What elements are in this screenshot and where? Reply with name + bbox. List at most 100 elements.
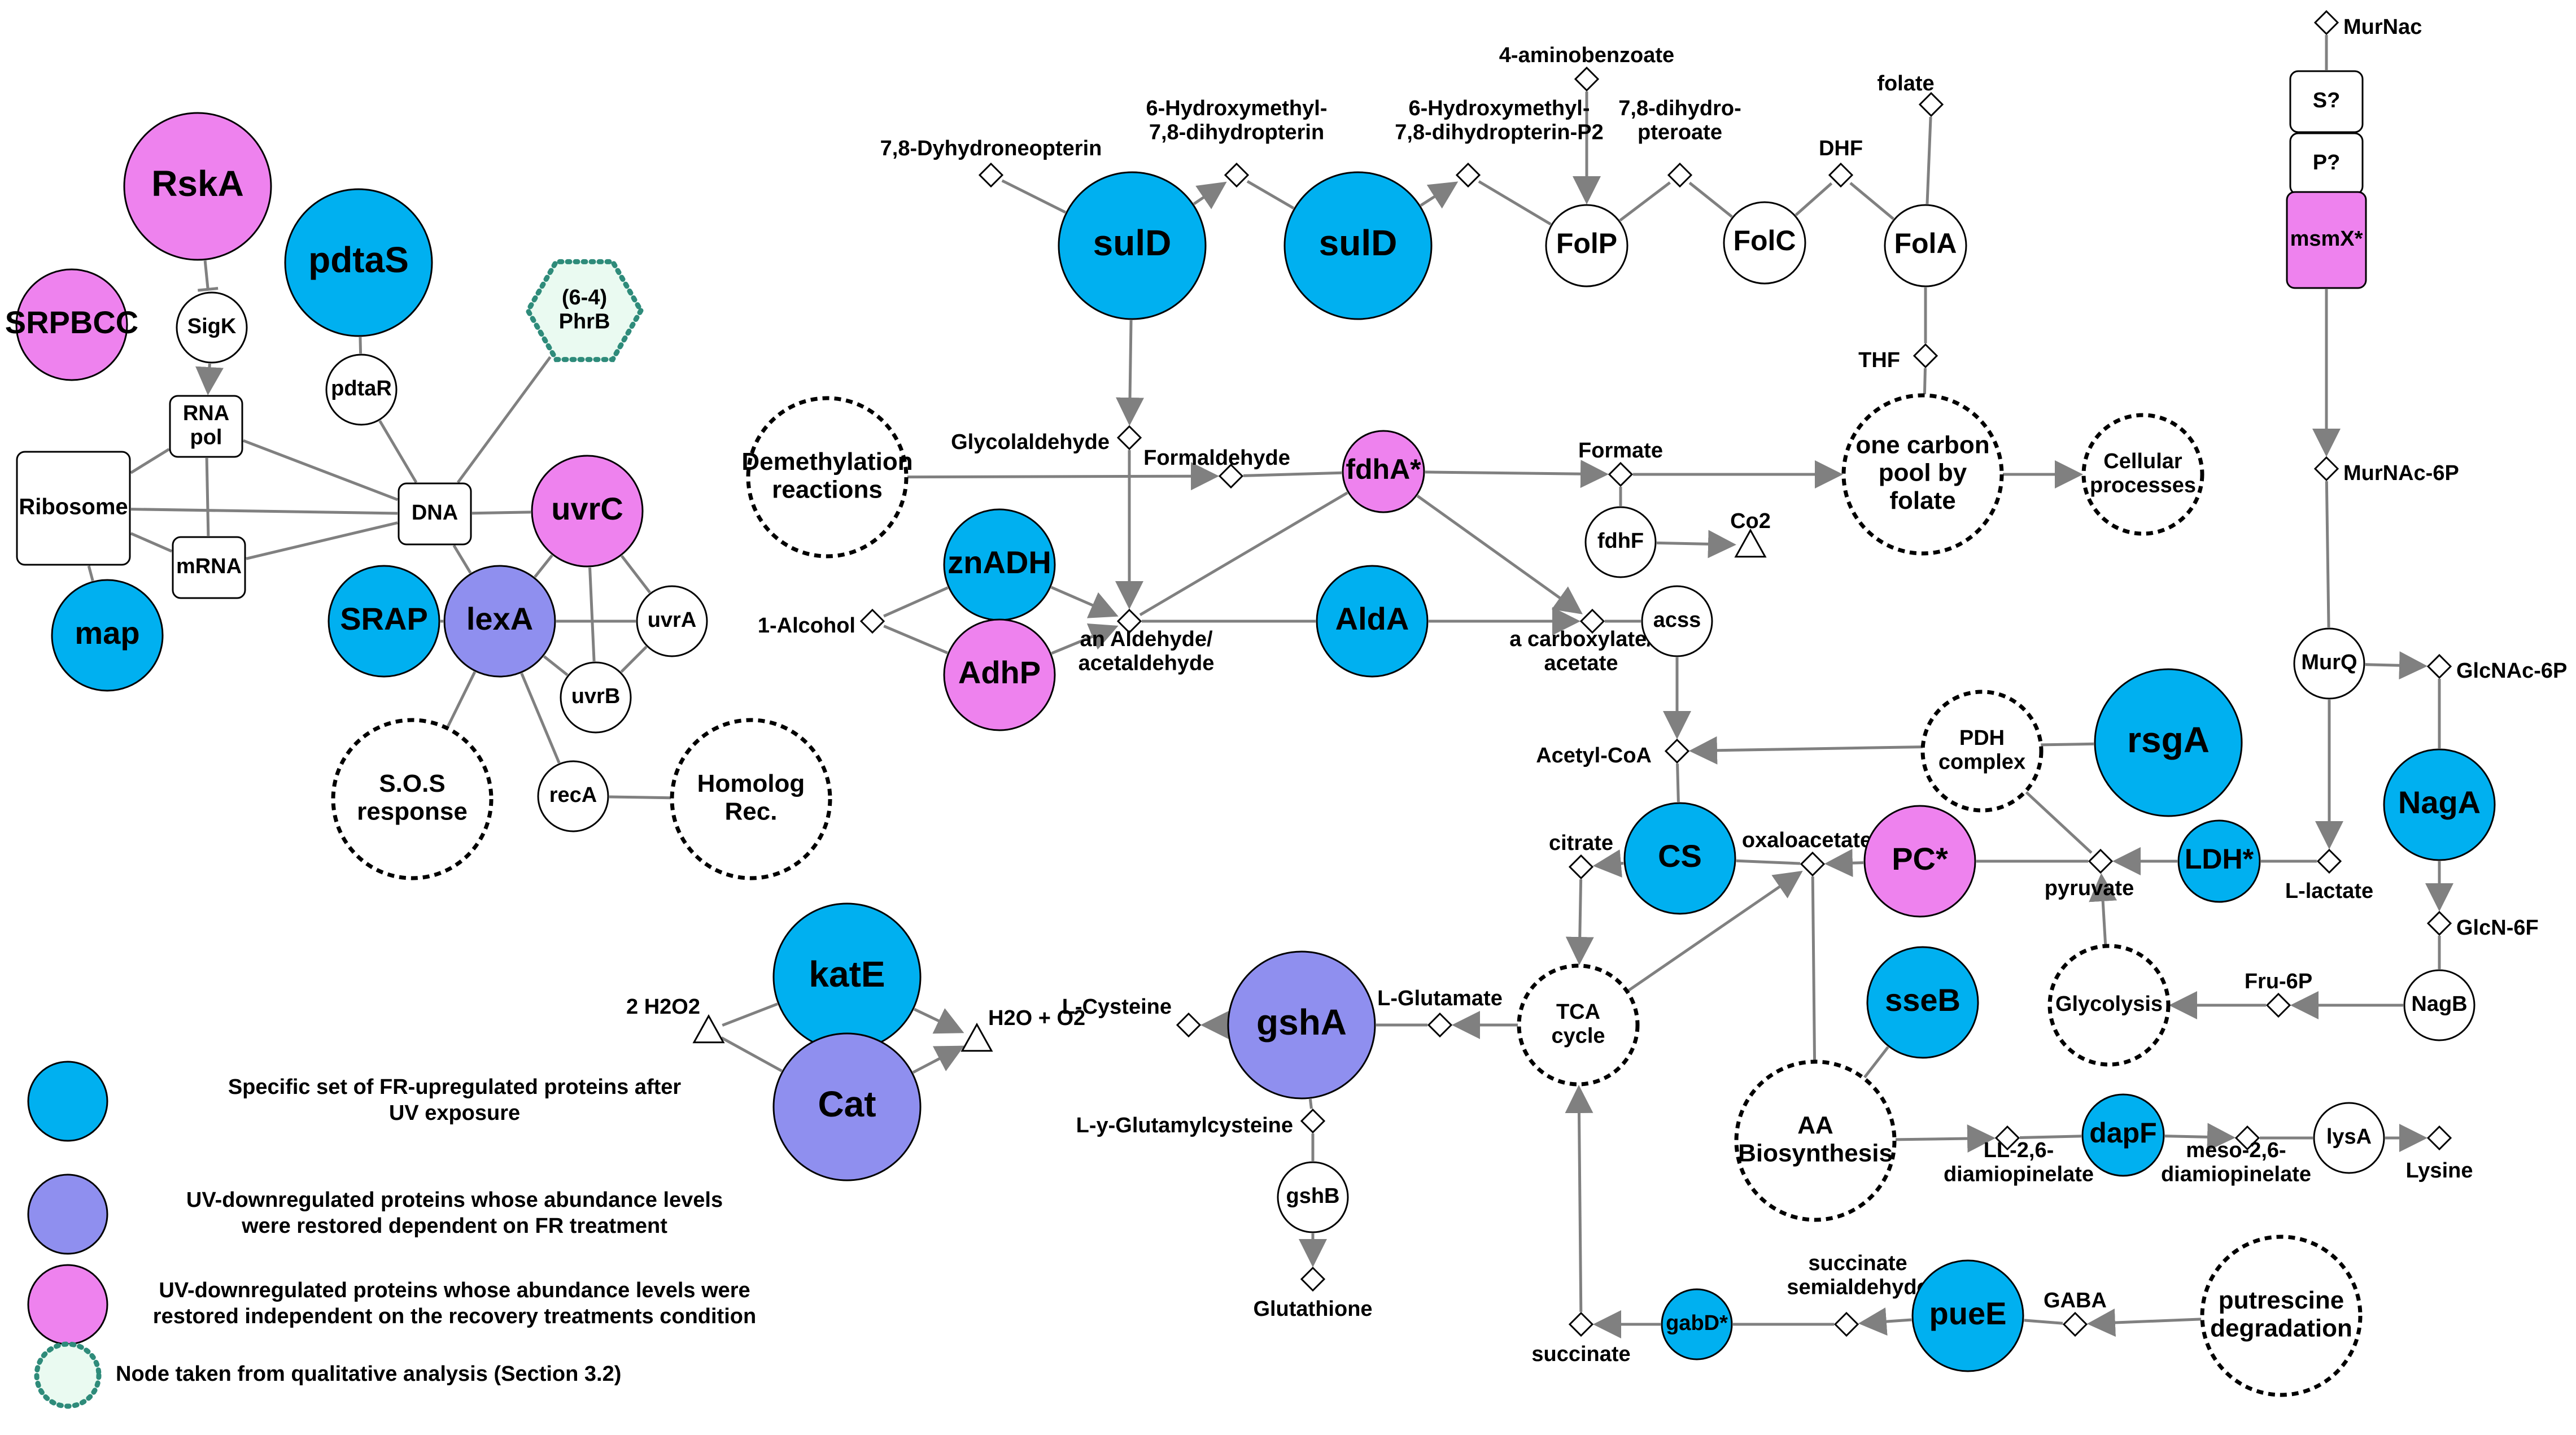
node-Formaldehyde[interactable]: Formaldehyde (1143, 446, 1290, 489)
node-dihydropteroate[interactable]: 7,8-dihydro-pteroate (1618, 97, 1741, 188)
node-shape (1058, 171, 1207, 320)
node-Glycolysis[interactable]: Glycolysis (2047, 944, 2171, 1067)
node-uvrC[interactable]: uvrC (531, 455, 644, 568)
node-lysA[interactable]: lysA (2313, 1102, 2385, 1174)
node-H2OO2[interactable]: H2O + O2 (960, 1006, 1085, 1052)
node-citrate[interactable]: citrate (1549, 831, 1613, 880)
node-MurQ[interactable]: MurQ (2293, 627, 2365, 700)
node-oxaloacetate[interactable]: oxaloacetate (1742, 828, 1872, 877)
node-Lysine[interactable]: Lysine (2406, 1125, 2473, 1183)
node-Dihydroneopterin[interactable]: 7,8-Dyhydroneopterin (880, 137, 1102, 188)
node-NagB[interactable]: NagB (2403, 969, 2475, 1041)
node-sulD1[interactable]: sulD (1058, 171, 1207, 320)
node-SRAP[interactable]: SRAP (328, 565, 440, 678)
node-aminobenzoate[interactable]: 4-aminobenzoate (1499, 43, 1674, 92)
node-GABA[interactable]: GABA (2044, 1289, 2107, 1337)
node-pueE[interactable]: pueE (1911, 1259, 2024, 1372)
node-NagA[interactable]: NagA (2383, 748, 2496, 861)
node-RskA[interactable]: RskA (123, 112, 272, 261)
node-dapF[interactable]: dapF (2081, 1093, 2165, 1177)
node-gshA[interactable]: gshA (1227, 950, 1376, 1100)
node-HMDPP2[interactable]: 6-Hydroxymethyl-7,8-dihydropterin-P2 (1395, 97, 1604, 188)
node-sseB[interactable]: sseB (1866, 946, 1979, 1059)
node-CS[interactable]: CS (1623, 802, 1736, 915)
node-pdtaS[interactable]: pdtaS (284, 188, 433, 337)
node-znADH[interactable]: znADH (943, 508, 1056, 621)
node-Llactate[interactable]: L-lactate (2285, 848, 2373, 903)
node-pdtaR[interactable]: pdtaR (325, 354, 398, 426)
node-LDH[interactable]: LDH* (2177, 819, 2261, 903)
edge-lexA-recA (520, 673, 561, 764)
node-SRPBCC[interactable]: SRPBCC (5, 268, 138, 381)
node-Formate[interactable]: Formate (1578, 439, 1663, 487)
node-LCysteine[interactable]: L-Cysteine (1062, 995, 1202, 1038)
node-H2O2[interactable]: 2 H2O2 (626, 995, 725, 1044)
node-SigK[interactable]: SigK (176, 291, 248, 364)
node-fdhF[interactable]: fdhF (1584, 506, 1657, 578)
node-msmX[interactable]: msmX* (2286, 191, 2367, 289)
node-Aldehyde[interactable]: an Aldehyde/acetaldehyde (1079, 608, 1215, 675)
node-Cat[interactable]: Cat (772, 1032, 922, 1181)
node-GlcN6F[interactable]: GlcN-6F (2426, 910, 2539, 940)
node-FolA[interactable]: FolA (1884, 204, 1967, 287)
node-gabD[interactable]: gabD* (1661, 1288, 1733, 1360)
node-LyGlu[interactable]: L-y-Glutamylcysteine (1076, 1108, 1326, 1137)
node-label: L-y-Glutamylcysteine (1076, 1114, 1293, 1137)
node-AcetylCoA[interactable]: Acetyl-CoA (1536, 738, 1690, 767)
legend-text: UV exposure (389, 1101, 520, 1125)
node-map[interactable]: map (51, 579, 164, 692)
node-Carboxylate[interactable]: a carboxylate/acetate (1509, 608, 1653, 675)
node-MurNac[interactable]: MurNac (2313, 10, 2422, 39)
node-recA[interactable]: recA (537, 760, 609, 832)
node-LLDAP[interactable]: LL-2,6-diamiopinelate (1944, 1125, 2094, 1186)
node-mesoDAP[interactable]: meso-2,6-diamiopinelate (2161, 1125, 2311, 1186)
node-sulD2[interactable]: sulD (1283, 171, 1433, 320)
node-acss[interactable]: acss (1641, 585, 1713, 657)
node-uvrA[interactable]: uvrA (636, 585, 708, 657)
node-GlcNAc6P[interactable]: GlcNAc-6P (2426, 653, 2567, 683)
edge-HMDP-sulD2 (1246, 180, 1295, 210)
node-katE[interactable]: katE (772, 902, 922, 1052)
node-S[interactable]: S? (2289, 70, 2364, 133)
node-label: GlcN-6F (2456, 916, 2539, 940)
node-P[interactable]: P? (2289, 132, 2364, 195)
node-LGlutamate[interactable]: L-Glutamate (1377, 987, 1503, 1038)
node-PC[interactable]: PC* (1863, 805, 1976, 918)
node-THF[interactable]: THF (1858, 343, 1938, 372)
node-FolC[interactable]: FolC (1723, 201, 1806, 285)
node-MurNAc6P[interactable]: MurNAc-6P (2313, 456, 2459, 485)
node-uvrB[interactable]: uvrB (560, 661, 632, 734)
node-HMDP[interactable]: 6-Hydroxymethyl-7,8-dihydropterin (1146, 97, 1328, 188)
node-gshB[interactable]: gshB (1277, 1161, 1349, 1233)
node-Glutathione[interactable]: Glutathione (1253, 1266, 1373, 1321)
node-fdhA[interactable]: fdhA* (1342, 430, 1425, 513)
node-FolP[interactable]: FolP (1545, 204, 1628, 287)
node-pyruvate[interactable]: pyruvate (2045, 848, 2134, 900)
node-mRNA[interactable]: mRNA (172, 536, 246, 599)
node-folate[interactable]: folate (1877, 72, 1944, 117)
node-DHF[interactable]: DHF (1819, 137, 1863, 188)
node-Ribosome[interactable]: Ribosome (16, 451, 131, 566)
node-Glycolaldehyde[interactable]: Glycolaldehyde (951, 425, 1142, 454)
node-lexA[interactable]: lexA (443, 565, 556, 678)
node-Co2[interactable]: Co2 (1730, 509, 1771, 558)
node-AldA[interactable]: AldA (1316, 565, 1429, 678)
node-AdhP[interactable]: AdhP (943, 618, 1056, 731)
node-DNA[interactable]: DNA (398, 482, 472, 546)
node-PhrB[interactable]: (6-4)PhrB (525, 259, 644, 363)
node-rsgA[interactable]: rsgA (2094, 668, 2243, 817)
node-Fru6P[interactable]: Fru-6P (2245, 970, 2312, 1018)
node-Alcohol[interactable]: 1-Alcohol (758, 608, 885, 638)
node-succinate[interactable]: succinate (1531, 1311, 1631, 1366)
